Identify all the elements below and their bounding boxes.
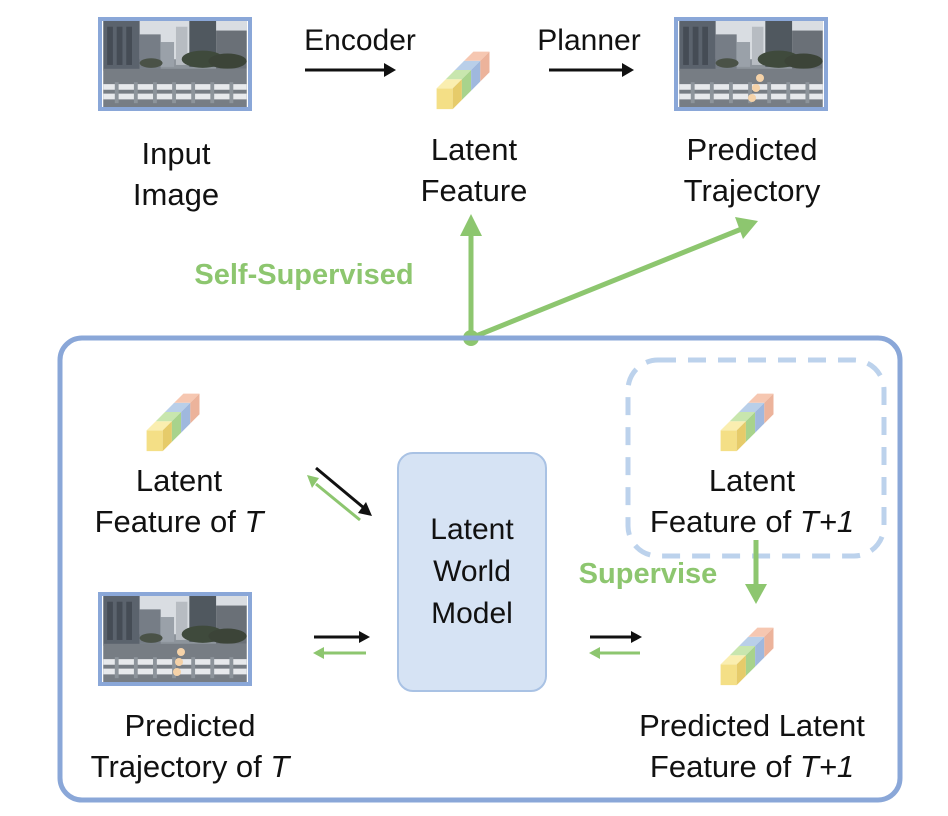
planner-label: Planner bbox=[537, 24, 641, 57]
model-to-feature-t-arrow bbox=[315, 482, 361, 522]
predicted-latent-t1-label: Predicted Latent Feature of T+1 bbox=[639, 706, 865, 788]
predicted-trajectory-t-label-line1: Predicted bbox=[124, 708, 256, 743]
predicted-trajectory-t-var: T bbox=[270, 748, 290, 784]
latent-feature-t-label-line1: Latent bbox=[135, 463, 223, 498]
predicted-latent-t1-var: T+1 bbox=[799, 748, 855, 784]
model-to-prediction-arrowhead bbox=[631, 631, 642, 643]
predicted-latent-t1-label-line1: Predicted Latent bbox=[639, 708, 865, 743]
latent-world-model-line1: Latent bbox=[430, 513, 514, 546]
self-supervised-arrow-diag bbox=[470, 225, 745, 341]
predicted-trajectory-thumbnail bbox=[674, 17, 828, 111]
input-image-label-line1: Input bbox=[141, 136, 211, 171]
predicted-trajectory-t-label: Predicted Trajectory of T bbox=[91, 706, 290, 788]
latent-feature-icon bbox=[436, 51, 490, 110]
predicted-trajectory-label: Predicted Trajectory bbox=[684, 130, 821, 212]
world-model-frame bbox=[57, 335, 903, 803]
predicted-trajectory-t-label-line2: Trajectory of T bbox=[91, 747, 290, 788]
supervise-label: Supervise bbox=[578, 558, 718, 590]
latent-feature-t1-prefix: Feature of bbox=[649, 503, 800, 539]
latent-feature-t1-icon bbox=[720, 393, 774, 452]
latent-world-model-box: Latent World Model bbox=[397, 452, 547, 692]
latent-feature-t-label-line2: Feature of T bbox=[95, 502, 264, 543]
self-supervised-arrowhead-diag bbox=[735, 217, 758, 239]
latent-feature-t1-var: T+1 bbox=[799, 503, 855, 539]
predicted-latent-t1-icon bbox=[720, 627, 774, 686]
predicted-latent-t1-prefix: Feature of bbox=[649, 748, 800, 784]
supervise-arrowhead bbox=[745, 584, 767, 604]
latent-world-model-line2: World bbox=[433, 555, 511, 588]
input-image-label: Input Image bbox=[133, 134, 219, 216]
latent-feature-t-icon bbox=[146, 393, 200, 452]
latent-feature-label-line1: Latent bbox=[430, 132, 518, 167]
model-to-trajectory-arrowhead bbox=[313, 647, 324, 659]
latent-feature-label: Latent Feature bbox=[421, 130, 528, 212]
latent-feature-t-var: T bbox=[244, 503, 264, 539]
self-supervised-label: Self-Supervised bbox=[194, 259, 414, 291]
latent-feature-t-label: Latent Feature of T bbox=[95, 461, 264, 543]
encoder-label: Encoder bbox=[304, 24, 416, 57]
predicted-trajectory-t-thumbnail bbox=[98, 592, 252, 686]
predicted-trajectory-label-line1: Predicted bbox=[686, 132, 818, 167]
predicted-trajectory-label-line2: Trajectory bbox=[683, 172, 821, 208]
encoder-arrowhead bbox=[384, 63, 396, 77]
latent-feature-t-prefix: Feature of bbox=[94, 503, 245, 539]
trajectory-to-model-arrowhead bbox=[359, 631, 370, 643]
planner-arrowhead bbox=[622, 63, 634, 77]
feature-t-to-model-arrowhead bbox=[358, 502, 372, 516]
latent-feature-t1-label-line1: Latent bbox=[708, 463, 796, 498]
prediction-to-model-arrowhead bbox=[589, 647, 600, 659]
latent-world-model-line3: Model bbox=[431, 597, 513, 630]
predicted-trajectory-t-prefix: Trajectory of bbox=[90, 748, 271, 784]
model-to-feature-t-arrowhead bbox=[307, 475, 319, 488]
latent-feature-t1-label: Latent Feature of T+1 bbox=[650, 461, 854, 543]
input-image-thumbnail bbox=[98, 17, 252, 111]
self-supervised-arrowhead-up bbox=[460, 214, 482, 236]
latent-feature-label-line2: Feature bbox=[420, 172, 528, 208]
input-image-label-line2: Image bbox=[132, 176, 220, 212]
latent-feature-t1-label-line2: Feature of T+1 bbox=[650, 502, 854, 543]
predicted-latent-t1-label-line2: Feature of T+1 bbox=[639, 747, 865, 788]
feature-t-to-model-arrow bbox=[315, 466, 365, 510]
